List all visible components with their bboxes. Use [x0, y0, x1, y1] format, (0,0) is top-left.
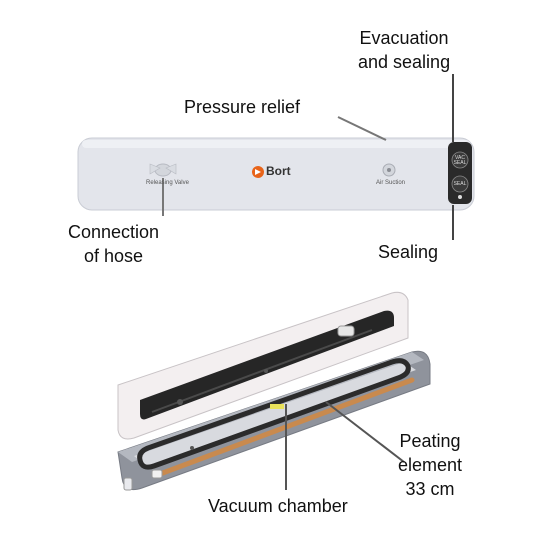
evacuation-label: Evacuation and sealing [358, 28, 451, 72]
seal-button-label: SEAL [453, 181, 467, 187]
vacuum-chamber-label: Vacuum chamber [208, 496, 348, 516]
device-body [77, 137, 475, 211]
vac-seal-button-label: VAC SEAL [453, 155, 467, 166]
hose-connector [149, 163, 177, 177]
brand-label: Bort [266, 164, 291, 178]
seal-button [451, 175, 469, 193]
air-suction-label: Air Suction [376, 180, 406, 186]
sealing-label: Sealing [378, 242, 439, 262]
vacuum-chamber [137, 358, 411, 470]
heating-element-label: Peating element 33 cm [398, 431, 463, 499]
pressure-relief-label: Pressure relief [184, 97, 301, 117]
vac-seal-button [451, 151, 469, 169]
top-illustration [77, 74, 475, 240]
releasing-valve-label: Releasing Valve [146, 180, 189, 186]
connection-label: Connection of hose [68, 222, 160, 266]
